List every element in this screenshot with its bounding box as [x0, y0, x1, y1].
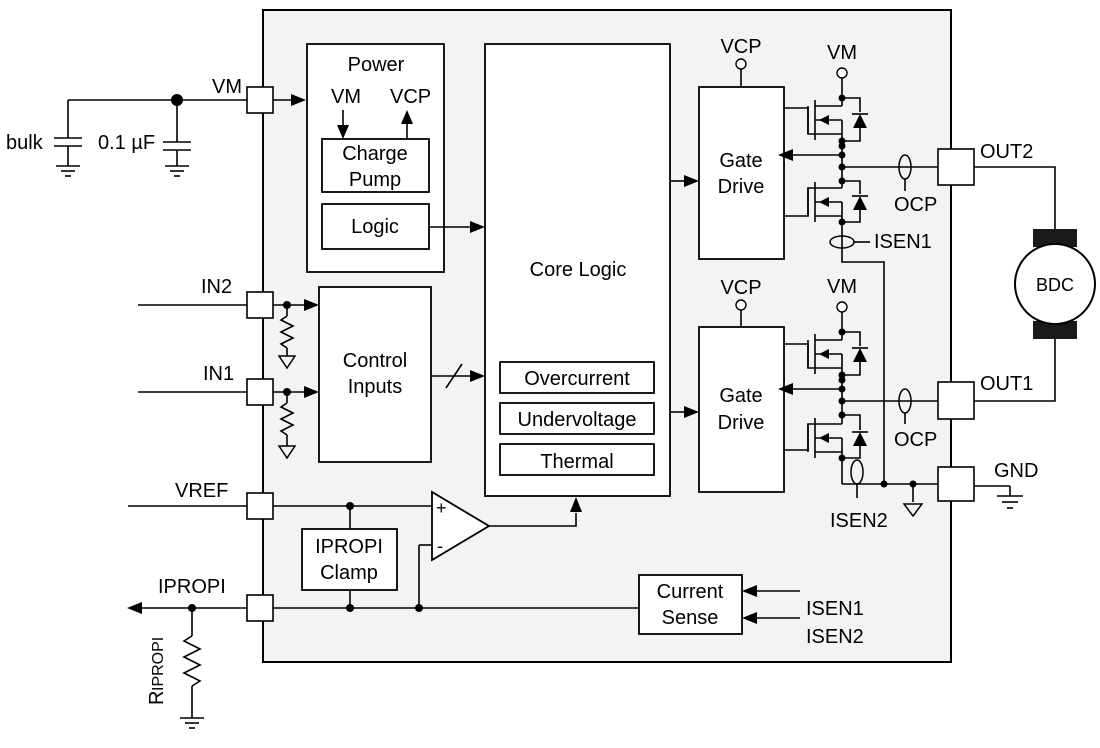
pin-label-in2: IN2	[201, 276, 232, 298]
in1-input: IN1	[138, 363, 319, 460]
svg-text:Inputs: Inputs	[348, 376, 402, 398]
ipropi-output: IPROPI R IPROPI	[127, 544, 639, 729]
motor-bdc: BDC	[1014, 229, 1096, 339]
undervoltage-block	[499, 402, 655, 435]
vref-input: VREF	[128, 480, 432, 529]
core-logic-block: Core Logic Overcurrent Undervoltage Ther…	[484, 43, 699, 497]
svg-text:IPROPI: IPROPI	[315, 536, 383, 558]
pin-label-in1: IN1	[203, 363, 234, 385]
out2-output: OUT2	[937, 141, 1056, 229]
in2-input: IN2	[138, 276, 319, 370]
out1-output: OUT1	[937, 339, 1056, 420]
gnd-output: GND	[937, 460, 1038, 509]
pin-label-gnd: GND	[994, 460, 1038, 482]
ripropi-label: R IPROPI	[146, 637, 168, 705]
ocp-label-bottom: OCP	[894, 429, 937, 451]
svg-text:Drive: Drive	[718, 412, 765, 434]
vcp-label-bottom: VCP	[720, 277, 761, 299]
pin-vref	[246, 492, 274, 520]
power-block: Power VM VCP Charge Pump Logic	[306, 43, 485, 273]
bridge-bottom: VM ISEN2 OCP	[778, 276, 938, 532]
ocp-label-top: OCP	[894, 194, 937, 216]
svg-text:-: -	[437, 536, 443, 556]
vm-label-bottom: VM	[827, 276, 857, 298]
pin-ipropi	[246, 594, 274, 622]
bridge-top: VM ISEN1 OCP	[778, 42, 938, 484]
control-inputs-block: Control Inputs	[318, 286, 485, 463]
svg-text:Current: Current	[657, 581, 724, 603]
svg-text:Control: Control	[343, 350, 407, 372]
isen2-label: ISEN2	[830, 510, 888, 532]
pin-out1	[937, 381, 975, 420]
power-vcp-label: VCP	[390, 86, 431, 108]
bulk-capacitor-label: bulk	[6, 132, 44, 154]
pin-in1	[246, 378, 274, 406]
pin-label-vm: VM	[212, 76, 242, 98]
svg-text:Thermal: Thermal	[540, 451, 613, 473]
svg-text:Logic: Logic	[351, 216, 399, 238]
ipropi-clamp-block: IPROPI Clamp	[301, 528, 398, 591]
svg-text:Clamp: Clamp	[320, 562, 378, 584]
core-logic-title: Core Logic	[530, 259, 627, 281]
svg-text:Undervoltage: Undervoltage	[518, 409, 637, 431]
svg-text:R: R	[146, 691, 168, 705]
pin-label-out1: OUT1	[980, 373, 1033, 395]
overcurrent-block	[499, 361, 655, 394]
power-title: Power	[348, 54, 405, 76]
pin-label-vref: VREF	[175, 480, 228, 502]
current-sense-block: Current Sense ISEN1 ISEN2	[638, 574, 864, 648]
pin-in2	[246, 291, 274, 319]
pin-out2	[937, 148, 975, 186]
gate-drive-top: Gate Drive VCP	[698, 36, 785, 260]
pin-label-out2: OUT2	[980, 141, 1033, 163]
gate-drive-bottom: Gate Drive VCP	[698, 277, 785, 493]
svg-text:Pump: Pump	[349, 169, 401, 191]
pin-label-ipropi: IPROPI	[158, 576, 226, 598]
svg-text:Charge: Charge	[342, 143, 408, 165]
vcp-label-top: VCP	[720, 36, 761, 58]
svg-text:IPROPI: IPROPI	[150, 637, 167, 691]
thermal-block	[499, 443, 655, 476]
svg-text:Overcurrent: Overcurrent	[524, 368, 630, 390]
pin-gnd	[937, 466, 975, 502]
isen1-label: ISEN1	[874, 231, 932, 253]
pin-vm	[246, 86, 274, 114]
charge-pump	[321, 138, 430, 193]
svg-text:Sense: Sense	[662, 607, 719, 629]
svg-text:+: +	[436, 498, 447, 518]
motor-label: BDC	[1036, 275, 1074, 295]
svg-text:Gate: Gate	[719, 150, 762, 172]
power-vm-label: VM	[331, 86, 361, 108]
isen1-input-label: ISEN1	[806, 598, 864, 620]
svg-text:Drive: Drive	[718, 176, 765, 198]
vm-supply-network: bulk 0.1 µF VM	[6, 76, 306, 177]
ceramic-capacitor-label: 0.1 µF	[98, 132, 155, 154]
isen2-input-label: ISEN2	[806, 626, 864, 648]
comparator: + -	[431, 490, 582, 562]
vm-label-top: VM	[827, 42, 857, 64]
svg-text:Gate: Gate	[719, 385, 762, 407]
logic-block	[321, 203, 430, 250]
